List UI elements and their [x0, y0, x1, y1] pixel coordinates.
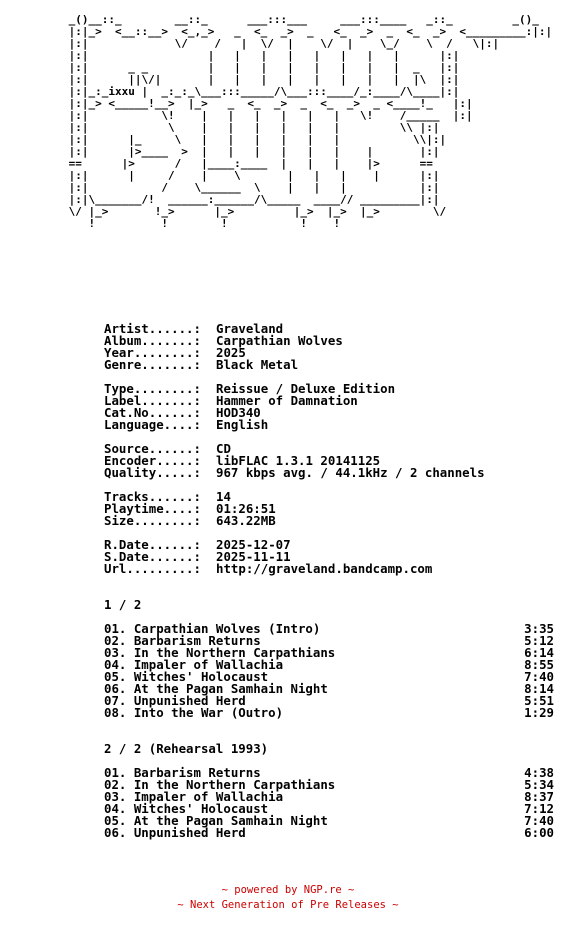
nfo-body: Artist......:Graveland Album.......:Carp…: [104, 321, 554, 840]
meta-row: Tracks......:14: [104, 489, 231, 504]
meta-row: Album.......:Carpathian Wolves: [104, 333, 343, 348]
disc-1-heading: 1 / 2: [104, 597, 142, 612]
meta-group-3: Source......:CD Encoder.....:libFLAC 1.3…: [104, 441, 554, 480]
meta-row: Genre.......:Black Metal: [104, 357, 299, 372]
meta-row: Label.......:Hammer of Damnation: [104, 393, 358, 408]
meta-row: Url.........:http://graveland.bandcamp.c…: [104, 561, 433, 576]
meta-row: Source......:CD: [104, 441, 231, 456]
meta-row: Year........:2025: [104, 345, 246, 360]
meta-row: S.Date......:2025-11-11: [104, 549, 291, 564]
meta-row: Language....:English: [104, 417, 269, 432]
meta-row: Size........:643.22MB: [104, 513, 276, 528]
track-row: 08. Into the War (Outro)1:29: [104, 705, 554, 720]
footer-tagline: ~ Next Generation of Pre Releases ~: [177, 899, 399, 911]
meta-row: Type........:Reissue / Deluxe Edition: [104, 381, 396, 396]
meta-group-1: Artist......:Graveland Album.......:Carp…: [104, 321, 554, 372]
disc-1-tracklist: 01. Carpathian Wolves (Intro)3:35 02. Ba…: [104, 621, 554, 720]
ascii-art-logo: _()__::_ __::_ ___:::___ ___:::____ _::_…: [68, 13, 553, 230]
disc-2-heading: 2 / 2 (Rehearsal 1993): [104, 741, 269, 756]
meta-row: Artist......:Graveland: [104, 321, 284, 336]
meta-row: Playtime....:01:26:51: [104, 501, 276, 516]
meta-row: R.Date......:2025-12-07: [104, 537, 291, 552]
meta-row: Quality.....:967 kbps avg. / 44.1kHz / 2…: [104, 465, 485, 480]
meta-row: Encoder.....:libFLAC 1.3.1 20141125: [104, 453, 381, 468]
track-row: 01. Carpathian Wolves (Intro)3:35: [104, 621, 554, 636]
meta-row: Cat.No......:HOD340: [104, 405, 261, 420]
meta-group-2: Type........:Reissue / Deluxe Edition La…: [104, 381, 554, 432]
meta-group-5: R.Date......:2025-12-07 S.Date......:202…: [104, 537, 554, 576]
footer-powered-by: ~ powered by NGP.re ~: [221, 884, 355, 896]
meta-group-4: Tracks......:14 Playtime....:01:26:51 Si…: [104, 489, 554, 528]
